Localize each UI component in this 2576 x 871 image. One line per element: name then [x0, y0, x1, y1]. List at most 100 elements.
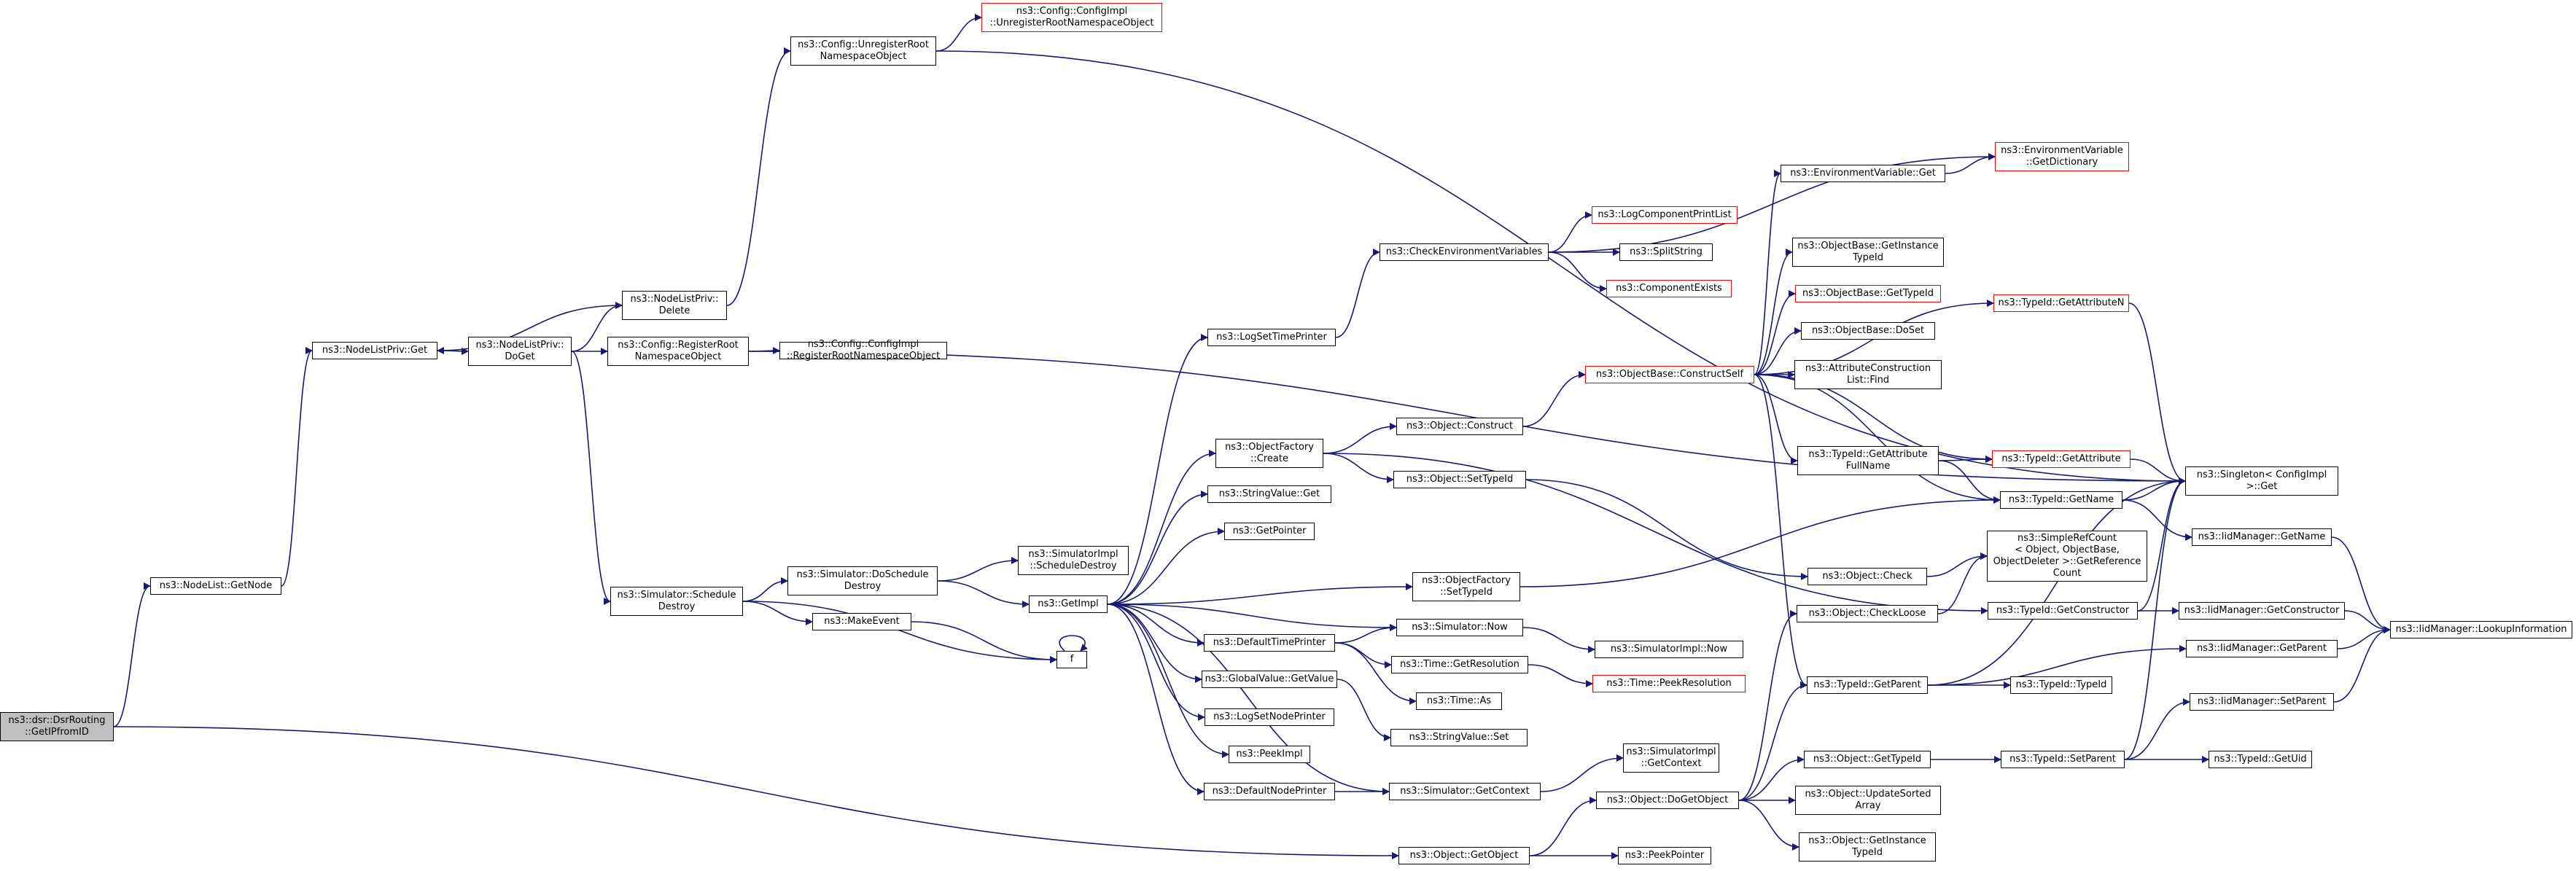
edge-objectfactory-settypeid-to-typeid-getname [1519, 496, 2001, 587]
node-nodelistpriv-doget[interactable]: ns3::NodeListPriv:: DoGet [468, 337, 572, 366]
node-stringvalue-get[interactable]: ns3::StringValue::Get [1207, 485, 1331, 503]
node-logsetnodeprinter[interactable]: ns3::LogSetNodePrinter [1205, 708, 1334, 726]
node-object-checkloose[interactable]: ns3::Object::CheckLoose [1797, 605, 1938, 622]
node-peekimpl[interactable]: ns3::PeekImpl [1229, 746, 1310, 763]
edge-object-dogetobject-to-object-getinstancetypeid [1738, 800, 1799, 851]
edge-objectfactory-create-to-object-settypeid [1323, 453, 1394, 483]
edge-objectbase-constructself-to-typeid-getname [1754, 374, 2001, 504]
node-makeevent[interactable]: ns3::MakeEvent [812, 613, 911, 630]
edge-getimpl-to-globalvalue-getvalue [1107, 604, 1202, 683]
edge-typeid-getattribute-to-singleton-get [2130, 458, 2186, 485]
node-splitstring[interactable]: ns3::SplitString [1619, 243, 1713, 261]
node-simulatorimpl-getcontext[interactable]: ns3::SimulatorImpl ::GetContext [1623, 743, 1719, 773]
node-iidmanager-getconstructor[interactable]: ns3::IidManager::GetConstructor [2179, 602, 2345, 620]
edge-simulator-scheduledestroy-to-f [742, 601, 1057, 663]
node-simulator-getcontext[interactable]: ns3::Simulator::GetContext [1389, 783, 1541, 800]
edge-defaulttimeprinter-to-time-as [1334, 642, 1417, 705]
node-typeid-getattributefullname[interactable]: ns3::TypeId::GetAttribute FullName [1797, 446, 1939, 475]
node-envvar-getdict[interactable]: ns3::EnvironmentVariable ::GetDictionary [1995, 142, 2129, 171]
edge-object-dogetobject-to-object-checkloose [1738, 610, 1797, 801]
node-simulator-now[interactable]: ns3::Simulator::Now [1396, 619, 1523, 636]
edge-nodelistpriv-delete-to-config-unregister [726, 47, 791, 306]
node-typeid-getattributen[interactable]: ns3::TypeId::GetAttributeN [1993, 294, 2129, 312]
node-stringvalue-set[interactable]: ns3::StringValue::Set [1390, 729, 1528, 746]
node-componentexists[interactable]: ns3::ComponentExists [1606, 280, 1732, 297]
edge-checkenv-to-componentexists [1548, 251, 1607, 292]
node-objectfactory-settypeid[interactable]: ns3::ObjectFactory ::SetTypeId [1412, 572, 1520, 601]
node-time-peekresolution[interactable]: ns3::Time::PeekResolution [1592, 675, 1746, 692]
node-objectfactory-create[interactable]: ns3::ObjectFactory ::Create [1215, 439, 1323, 468]
node-iidmanager-setparent[interactable]: ns3::IidManager::SetParent [2190, 693, 2334, 711]
node-simulator-scheduledestroy[interactable]: ns3::Simulator::Schedule Destroy [610, 587, 743, 616]
node-configimpl-register[interactable]: ns3::Config::ConfigImpl ::RegisterRootNa… [779, 339, 947, 362]
node-typeid-getparent[interactable]: ns3::TypeId::GetParent [1807, 676, 1928, 694]
node-peekpointer[interactable]: ns3::PeekPointer [1618, 847, 1711, 864]
node-getpointer[interactable]: ns3::GetPointer [1224, 523, 1315, 540]
node-attrconstructionlist-find[interactable]: ns3::AttributeConstruction List::Find [1794, 360, 1942, 389]
node-simulatorimpl-scheduledestroy[interactable]: ns3::SimulatorImpl ::ScheduleDestroy [1018, 546, 1129, 575]
edge-iidmanager-getparent-to-iidmanager-lookupinformation [2337, 626, 2391, 649]
node-nodelistpriv-delete[interactable]: ns3::NodeListPriv:: Delete [622, 291, 727, 320]
node-defaultnodeprinter[interactable]: ns3::DefaultNodePrinter [1204, 783, 1335, 800]
node-globalvalue-getvalue[interactable]: ns3::GlobalValue::GetValue [1202, 671, 1337, 688]
edge-simulator-doscheduledestroy-to-getimpl [937, 580, 1030, 608]
node-time-getresolution[interactable]: ns3::Time::GetResolution [1391, 656, 1528, 673]
edge-typeid-setparent-to-singleton-get [2124, 477, 2186, 760]
node-typeid-getattribute[interactable]: ns3::TypeId::GetAttribute [1992, 450, 2131, 468]
node-iidmanager-lookupinformation[interactable]: ns3::IidManager::LookupInformation [2390, 621, 2572, 638]
node-defaulttimeprinter[interactable]: ns3::DefaultTimePrinter [1204, 634, 1335, 652]
node-object-updatesortedarray[interactable]: ns3::Object::UpdateSorted Array [1795, 786, 1941, 815]
node-typeid-getconstructor[interactable]: ns3::TypeId::GetConstructor [1988, 602, 2138, 620]
node-nodelistpriv-get[interactable]: ns3::NodeListPriv::Get [312, 342, 437, 359]
node-logcomponentprintlist[interactable]: ns3::LogComponentPrintList [1592, 206, 1738, 224]
node-object-check[interactable]: ns3::Object::Check [1808, 568, 1927, 585]
edge-iidmanager-getname-to-iidmanager-lookupinformation [2331, 536, 2391, 633]
edge-typeid-setparent-to-iidmanager-setparent [2124, 698, 2190, 760]
node-iidmanager-getname[interactable]: ns3::IidManager::GetName [2192, 528, 2332, 546]
edge-iidmanager-getconstructor-to-iidmanager-lookupinformation [2344, 610, 2391, 633]
node-object-settypeid[interactable]: ns3::Object::SetTypeId [1393, 471, 1526, 488]
edge-object-settypeid-to-object-check [1525, 479, 1808, 580]
node-objectbase-constructself[interactable]: ns3::ObjectBase::ConstructSelf [1585, 366, 1754, 383]
edge-getimpl-to-getpointer [1107, 528, 1225, 605]
node-nodelist-getnode[interactable]: ns3::NodeList::GetNode [150, 577, 281, 595]
node-f[interactable]: f [1057, 651, 1087, 668]
edge-nodelist-getnode-to-nodelistpriv-get [281, 347, 313, 587]
edge-getimpl-to-logsettimeprinter [1107, 334, 1208, 605]
node-simulator-doscheduledestroy[interactable]: ns3::Simulator::DoSchedule Destroy [787, 566, 938, 595]
node-config-register[interactable]: ns3::Config::RegisterRoot NamespaceObjec… [607, 337, 749, 366]
node-object-dogetobject[interactable]: ns3::Object::DoGetObject [1596, 792, 1739, 809]
edge-config-unregister-to-configimpl-unregister [935, 14, 982, 52]
node-time-as[interactable]: ns3::Time::As [1416, 692, 1502, 710]
node-getimpl[interactable]: ns3::GetImpl [1029, 595, 1108, 613]
edge-getimpl-to-stringvalue-get [1107, 491, 1208, 605]
edge-getimpl-to-simulator-getcontext [1107, 604, 1390, 795]
edge-globalvalue-getvalue-to-stringvalue-set [1336, 679, 1391, 741]
node-objectbase-doset[interactable]: ns3::ObjectBase::DoSet [1801, 322, 1935, 340]
edge-typeid-getname-to-iidmanager-getname [2122, 499, 2192, 541]
node-objectbase-gettypeid[interactable]: ns3::ObjectBase::GetTypeId [1795, 285, 1941, 302]
node-checkenv[interactable]: ns3::CheckEnvironmentVariables [1380, 243, 1549, 261]
node-objectbase-getinstancetypeid[interactable]: ns3::ObjectBase::GetInstance TypeId [1792, 238, 1944, 267]
edge-typeid-getparent-to-singleton-get [1927, 477, 2186, 686]
node-logsettimeprinter[interactable]: ns3::LogSetTimePrinter [1207, 329, 1336, 346]
node-root: ns3::dsr::DsrRouting ::GetIPfromID [0, 712, 114, 741]
node-simplerefcount[interactable]: ns3::SimpleRefCount < Object, ObjectBase… [1987, 531, 2147, 582]
node-envvar-get[interactable]: ns3::EnvironmentVariable::Get [1781, 165, 1945, 182]
node-configimpl-unregister[interactable]: ns3::Config::ConfigImpl ::UnregisterRoot… [981, 3, 1162, 32]
node-singleton-get[interactable]: ns3::Singleton< ConfigImpl >::Get [2185, 466, 2338, 496]
edge-objectbase-constructself-to-typeid-getattributefullname [1754, 374, 1798, 464]
node-config-unregister[interactable]: ns3::Config::UnregisterRoot NamespaceObj… [790, 36, 936, 66]
node-typeid-getuid[interactable]: ns3::TypeId::GetUid [2209, 751, 2312, 768]
node-object-gettypeid[interactable]: ns3::Object::GetTypeId [1804, 751, 1931, 768]
node-object-getinstancetypeid[interactable]: ns3::Object::GetInstance TypeId [1799, 832, 1936, 862]
edge-objectbase-constructself-to-objectbase-getinstancetypeid [1754, 249, 1793, 375]
node-typeid-typeid[interactable]: ns3::TypeId::TypeId [2010, 676, 2112, 694]
node-simulatorimpl-now[interactable]: ns3::SimulatorImpl::Now [1595, 641, 1743, 658]
edge-typeid-getconstructor-to-singleton-get [2137, 477, 2186, 612]
node-iidmanager-getparent[interactable]: ns3::IidManager::GetParent [2186, 640, 2338, 657]
node-object-getobject[interactable]: ns3::Object::GetObject [1398, 847, 1530, 864]
node-typeid-getname[interactable]: ns3::TypeId::GetName [2000, 491, 2122, 509]
node-typeid-setparent[interactable]: ns3::TypeId::SetParent [2001, 751, 2125, 768]
node-object-construct[interactable]: ns3::Object::Construct [1396, 418, 1523, 435]
